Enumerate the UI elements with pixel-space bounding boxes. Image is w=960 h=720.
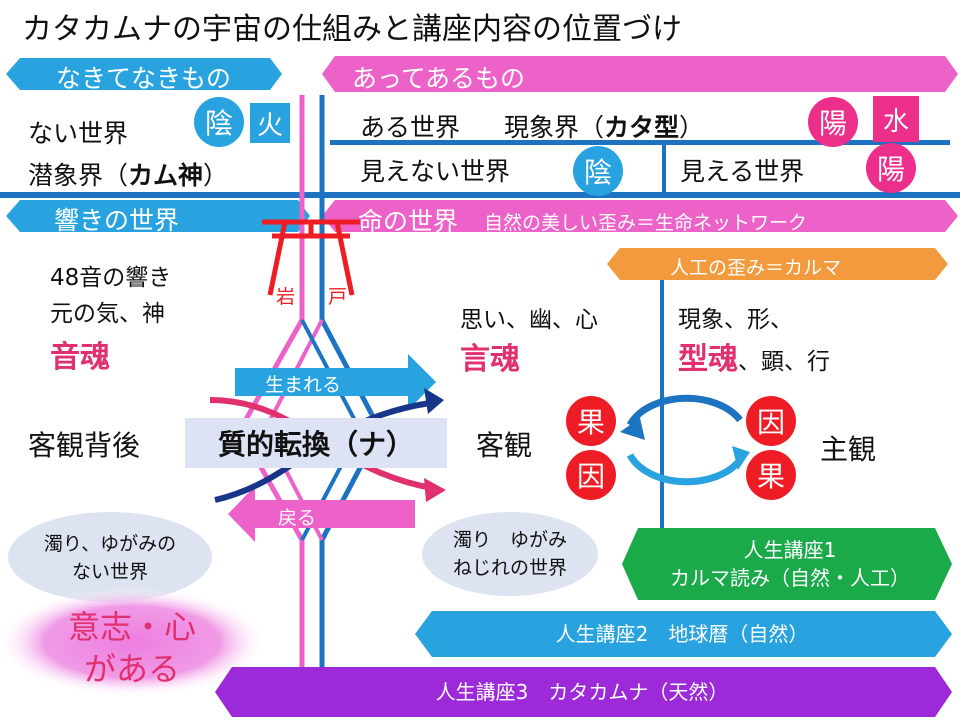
- nigori-line1: 濁り ゆがみ: [452, 529, 567, 551]
- badge-mizu: 水: [873, 96, 919, 142]
- cycle-arrow-bottom-head: [732, 446, 750, 470]
- badge-you-mid: 陽: [866, 143, 916, 193]
- ellipse-nigori: [422, 512, 598, 596]
- otodama-label: 音魂: [50, 340, 110, 375]
- torii-icon: [262, 219, 360, 296]
- aru-sekai-label: ある世界: [360, 113, 461, 142]
- course1-line2: カルマ読み（自然・人工）: [670, 566, 910, 590]
- band-label-inochi-sub: 自然の美しい歪み＝生命ネットワーク: [484, 212, 808, 234]
- band-label-hibiki: 響きの世界: [54, 206, 180, 235]
- badge-you-top: 陽: [808, 97, 858, 147]
- line-main: [0, 192, 960, 198]
- arrow-label-modoru: 戻る: [278, 507, 317, 529]
- on48-label: 48音の響き: [50, 265, 172, 291]
- cycle-arrow-top: [626, 394, 743, 427]
- genshoukai-close: ）: [679, 113, 705, 142]
- arrow-label-umareru: 生まれる: [265, 374, 342, 396]
- ken-label: 、顕、行: [738, 349, 830, 375]
- kyakkan-label: 客観: [476, 429, 533, 462]
- senshoukai-text: 潜象界（: [28, 161, 129, 190]
- band-hibiki: [6, 200, 310, 232]
- nigori-nai-line2: ない世界: [71, 561, 148, 583]
- page-title: カタカムナの宇宙の仕組みと講座内容の位置づけ: [22, 12, 682, 47]
- arrow-umareru: [235, 354, 436, 410]
- katadama-line: 型魂、顕、行: [678, 334, 830, 378]
- band-course2: [415, 611, 952, 657]
- moto-label: 元の気、神: [50, 301, 165, 327]
- to-label: 戸: [328, 286, 348, 308]
- kamu-text: カム神: [128, 161, 204, 190]
- band-label-jinkou: 人工の歪み＝カルマ: [670, 257, 842, 279]
- gensho-label: 現象、形、: [678, 307, 793, 333]
- shukan-label: 主観: [820, 433, 877, 466]
- badge-in-mid: 陰: [573, 146, 623, 196]
- band-course1: [622, 528, 952, 600]
- nai-sekai-label: ない世界: [28, 119, 129, 148]
- mieru-label: 見える世界: [680, 157, 805, 186]
- kotodama-label: 言魂: [460, 342, 520, 377]
- curve-pink-head: [424, 478, 446, 502]
- senshoukai-label: 潜象界（カム神）: [28, 156, 228, 192]
- band-inochi: [322, 200, 958, 232]
- katadama-label: 型魂: [678, 342, 738, 377]
- mienai-label: 見えない世界: [360, 157, 511, 186]
- badge-hi: 火: [250, 103, 290, 143]
- band-atte: [322, 56, 958, 92]
- badge-in-left: 因: [566, 450, 616, 500]
- shitsuteki-box: 質的転換（ナ）: [185, 418, 447, 468]
- arrow-modoru: [228, 486, 415, 542]
- omoi-label: 思い、幽、心: [460, 307, 598, 333]
- band-label-atte: あってあるもの: [352, 64, 526, 93]
- genshoukai-text: 現象界（: [504, 113, 605, 142]
- nigori-nai-text: 濁り、ゆがみの ない世界: [30, 530, 190, 586]
- course1-label: 人生講座1 カルマ読み（自然・人工）: [640, 536, 940, 592]
- band-label-inochi: 命の世界: [358, 207, 459, 236]
- band-nakute: [6, 58, 282, 90]
- ellipse-nigori-nai: [8, 512, 212, 602]
- ishi-line2: がある: [83, 650, 180, 688]
- katakata-text: カタ型: [604, 113, 680, 142]
- nigori-nai-line1: 濁り、ゆがみの: [43, 533, 177, 555]
- badge-ka-left: 果: [566, 396, 616, 446]
- cycle-arrow-top-head: [620, 418, 645, 440]
- cycle-arrow-bottom: [626, 453, 743, 486]
- ishi-text: 意志・心 がある: [42, 606, 222, 690]
- course1-line1: 人生講座1: [743, 538, 837, 562]
- nigori-text: 濁り ゆがみ ねじれの世界: [432, 526, 588, 582]
- course2-label: 人生講座2 地球暦（自然）: [555, 622, 809, 646]
- iwa-label: 岩: [276, 286, 296, 308]
- line-aru: [330, 140, 950, 145]
- ishi-line1: 意志・心: [67, 608, 196, 646]
- badge-in-top: 陰: [194, 97, 244, 147]
- ellipse-ishi: [0, 587, 267, 697]
- kyakkan-haigo-label: 客観背後: [28, 429, 141, 462]
- senshoukai-close: ）: [203, 161, 229, 190]
- course3-label: 人生講座3 カタカムナ（天然）: [435, 680, 729, 704]
- band-label-nakute: なきてなきもの: [56, 64, 232, 93]
- line-vsplit: [662, 145, 666, 192]
- band-course3: [215, 667, 952, 717]
- genshoukai-label: 現象界（カタ型）: [504, 108, 704, 144]
- nigori-line2: ねじれの世界: [452, 557, 567, 579]
- curve-navy-head: [424, 388, 444, 414]
- band-jinkou: [607, 248, 948, 280]
- badge-ka-right: 果: [746, 450, 796, 500]
- badge-in-right: 因: [746, 396, 796, 446]
